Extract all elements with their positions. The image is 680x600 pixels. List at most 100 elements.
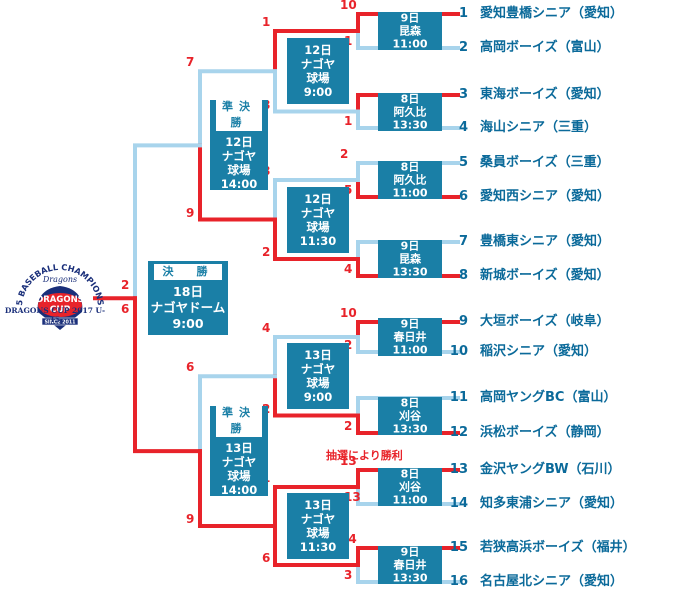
match-info-line: 9日 [400,11,420,25]
match-info-line: ナゴヤドーム [150,300,226,316]
team-entry: 3 東海ボーイズ（愛知） [444,87,610,103]
match-info-line: 球場 [227,469,251,484]
score: 3 [344,568,353,582]
match-info-line: 13日 [304,498,332,512]
bracket-line [273,485,360,528]
match-info-line: 阿久比 [393,173,427,187]
match-info-line: 8日 [400,467,420,481]
team-entry: 12 浜松ボーイズ（静岡） [444,425,610,441]
score: 2 [340,147,349,161]
team-name: 大垣ボーイズ（岐阜） [480,314,610,329]
team-name: 愛知豊橋シニア（愛知） [480,6,624,21]
match-info-line: 11:30 [299,233,337,248]
team-entry: 16 名古屋北シニア（愛知） [444,574,623,590]
team-number: 3 [458,87,468,102]
match-info-line: 春日井 [393,558,427,572]
team-number: 7 [458,234,468,249]
score: 10 [340,0,357,12]
match-info-line: 9日 [400,317,420,331]
logo-since: SINCE 2011 [44,320,75,326]
team-name: 東海ボーイズ（愛知） [480,87,610,102]
team-number: 2 [458,40,468,55]
team-number: 13 [449,462,468,477]
team-number: 6 [458,189,468,204]
match-info-line: ナゴヤ [221,455,257,470]
match-info-line: 9日 [400,545,420,559]
bracket-line [198,143,277,222]
team-number: 9 [458,314,468,329]
match-info-line: 球場 [306,71,330,86]
match-info-line: 球場 [227,163,251,178]
score: 6 [121,302,130,317]
match-info-line: 8日 [400,396,420,409]
team-name: 桑員ボーイズ（三重） [480,155,610,170]
team-number: 8 [458,268,468,283]
match-info-line: ナゴヤ [300,205,336,220]
team-number: 12 [449,425,468,440]
round-title: 準決勝 [216,99,262,132]
team-name: 稲沢シニア（愛知） [480,344,598,359]
round-title: 決 勝 [154,264,222,281]
bracket-line [273,29,360,74]
match-info-line: 11:00 [392,186,428,200]
score: 2 [121,278,130,293]
team-number: 11 [449,390,468,405]
team-entry: 4 海山シニア（三重） [444,120,597,136]
match-info-line: 12日 [304,191,332,206]
team-name: 名古屋北シニア（愛知） [480,574,624,589]
bracket-line [198,374,277,454]
score: 10 [340,306,357,320]
score: 9 [186,512,195,526]
match-info-line: 9日 [400,239,420,253]
match-info-line: 13:30 [392,118,428,131]
score: 2 [262,245,271,259]
team-name: 海山シニア（三重） [480,120,598,135]
bracket-line [198,449,277,528]
match-info-line: 13:30 [392,265,428,279]
team-number: 15 [449,540,468,555]
bracket-line [133,296,202,454]
team-number: 5 [458,155,468,170]
match-info-line: 11:00 [392,343,428,357]
match-info-line: 9:00 [172,316,204,332]
team-name: 知多東浦シニア（愛知） [480,496,624,511]
match-info-line: 14:00 [220,177,258,192]
bracket-line [273,335,360,379]
round-title: 準決勝 [216,405,262,438]
match-info-line: 12日 [225,135,253,150]
score: 9 [186,205,195,220]
logo-caption: DRAGONS CUP 2017 U-15 [4,306,106,324]
score: 4 [344,262,353,276]
team-name: 浜松ボーイズ（静岡） [480,425,610,440]
match-info-line: 阿久比 [393,105,427,118]
team-number: 16 [449,574,468,589]
match-info-line: 13日 [225,441,253,456]
match-info-line: 昆森 [399,252,421,266]
bracket-line [133,143,202,301]
team-name: 若狭高浜ボーイズ（福井） [480,540,636,555]
match-info-line: 13日 [304,348,332,363]
match-info-line: ナゴヤ [221,149,257,164]
team-name: 愛知西シニア（愛知） [480,189,611,204]
score: 1 [262,15,271,29]
match-info-line: ナゴヤ [300,362,336,377]
logo-badge-2: CUP [50,305,71,315]
match-info-line: 11:30 [299,540,337,554]
match-info-line: 球場 [306,219,330,234]
lottery-note: 抽選により勝利 [326,449,403,462]
team-number: 4 [458,120,468,135]
